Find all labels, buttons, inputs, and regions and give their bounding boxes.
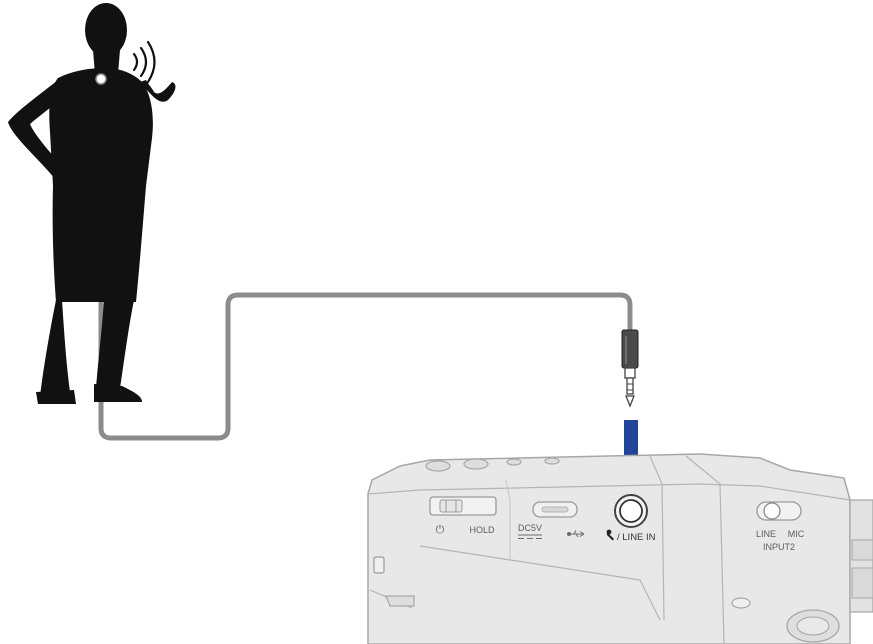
recorder-device: ⏻ HOLD DC5V / LINE IN [367,453,873,644]
input2-label: INPUT2 [763,542,795,552]
person-speaking-icon [8,3,176,404]
mini-plug-icon [621,329,639,408]
input2-line-mic-switch[interactable] [756,501,802,521]
line-in-label: / LINE IN [617,532,656,543]
microphone-icon [606,529,614,541]
dc5v-label: DC5V [518,523,542,533]
hold-switch[interactable] [429,496,497,516]
power-label: ⏻ [436,524,445,536]
hold-label: HOLD [469,525,495,535]
usb-port[interactable] [532,501,578,518]
dc-symbol [518,534,542,539]
usb-icon [567,530,585,538]
mic-cable [98,77,633,441]
lavalier-mic-icon [95,73,107,85]
mic-label: MIC [788,529,805,539]
line-label: LINE [756,529,776,539]
line-in-jack[interactable] [614,494,648,528]
sound-waves-icon [132,40,156,84]
